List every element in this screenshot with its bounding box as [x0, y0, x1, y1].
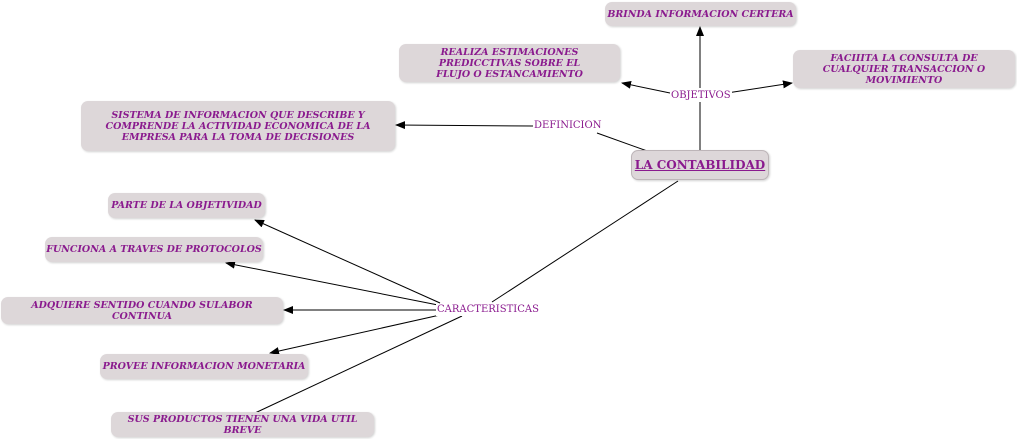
node-adquiere: ADQUIERE SENTIDO CUANDO SULABOR CONTINUA: [1, 297, 283, 324]
node-brinda: BRINDA INFORMACION CERTERA: [605, 2, 796, 26]
node-provee: PROVEE INFORMACION MONETARIA: [100, 354, 308, 379]
link-label-definicion: DEFINICION: [533, 120, 603, 132]
node-funciona: FUNCIONA A TRAVES DE PROTOCOLOS: [45, 237, 263, 262]
main-concept-node: LA CONTABILIDAD: [631, 150, 769, 180]
arrow-to-funciona: [225, 260, 439, 306]
arrow-to-realiza: [621, 80, 671, 94]
node-sistema: SISTEMA DE INFORMACION QUE DESCRIBE Y CO…: [81, 101, 395, 151]
node-realiza: REALIZA ESTIMACIONES PREDICCTIVAS SOBRE …: [399, 44, 620, 82]
node-faciita: FACIIITA LA CONSULTA DE CUALQUIER TRANSA…: [793, 50, 1015, 88]
link-label-objetivos: OBJETIVOS: [670, 90, 732, 102]
arrow-to-sistema: [395, 121, 534, 130]
main-concept-label: LA CONTABILIDAD: [634, 157, 766, 172]
arrow-to-parte: [254, 219, 441, 304]
line-main-to-caracteristicas: [491, 180, 679, 303]
link-label-caracteristicas: CARACTERISTICAS: [436, 304, 540, 316]
line-main-to-definicion: [596, 132, 651, 153]
line-to-sus: [254, 315, 463, 414]
arrow-to-faciita: [726, 80, 793, 94]
node-sus: SUS PRODUCTOS TIENEN UNA VIDA UTIL BREVE: [111, 412, 374, 437]
node-parte: PARTE DE LA OBJETIVIDAD: [108, 193, 265, 218]
arrow-to-provee: [269, 314, 441, 355]
